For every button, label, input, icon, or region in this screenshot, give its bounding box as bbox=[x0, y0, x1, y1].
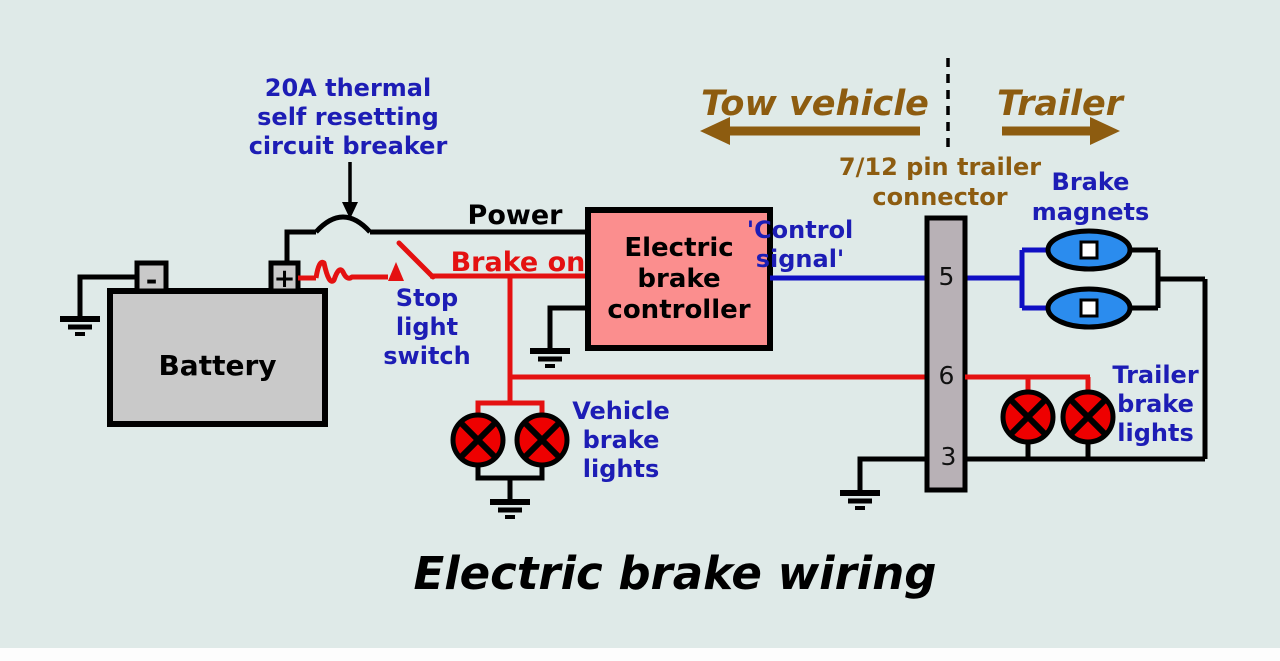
stop-light-switch-label: Stop light switch bbox=[383, 284, 471, 370]
vehicle-brake-lights-label: Vehicle brake lights bbox=[572, 397, 670, 483]
ground-icon bbox=[840, 490, 880, 510]
connector-pin-6: 6 bbox=[938, 361, 955, 390]
brake-on-label: Brake on bbox=[450, 247, 586, 278]
trailer-connector-body bbox=[924, 215, 968, 493]
connector-pin-5: 5 bbox=[938, 262, 955, 291]
circuit-breaker-label: 20A thermal self resetting circuit break… bbox=[248, 74, 448, 160]
power-label: Power bbox=[467, 200, 563, 231]
battery-label: Battery bbox=[158, 349, 277, 382]
brake-magnets-label: Brake magnets bbox=[1031, 168, 1150, 226]
circuit-breaker-symbol bbox=[314, 214, 372, 234]
battery-body: - + bbox=[107, 260, 328, 427]
electric-brake-controller-box bbox=[585, 207, 773, 351]
tow-vehicle-label: Tow vehicle bbox=[701, 84, 929, 124]
controller-ground-wire bbox=[547, 305, 588, 348]
brake-magnet-icon bbox=[1045, 286, 1133, 330]
control-signal-label: 'Control signal' bbox=[746, 216, 854, 273]
vehicle-lamps-ground-wire bbox=[475, 465, 545, 499]
trailer-ground-return-wire bbox=[857, 442, 1205, 490]
brake-on-wire bbox=[430, 273, 927, 415]
magnet-return-wire bbox=[1130, 247, 1208, 459]
trailer-brake-lights-label: Trailer brake lights bbox=[1112, 361, 1199, 447]
vehicle-brake-lamp-icon bbox=[514, 412, 570, 468]
vehicle-brake-lamp-icon bbox=[450, 412, 506, 468]
tow-vehicle-arrow bbox=[700, 117, 920, 145]
battery-positive-terminal: + bbox=[274, 264, 296, 294]
battery-ground-wire bbox=[77, 274, 140, 316]
trailer-connector-label: 7/12 pin trailer connector bbox=[838, 153, 1042, 211]
trailer-arrow bbox=[1002, 117, 1120, 145]
ground-icon bbox=[490, 499, 530, 519]
electric-brake-controller-label: Electric brake controller bbox=[607, 232, 751, 325]
stop-light-switch-icon bbox=[298, 240, 436, 284]
trailer-brake-lamp-icon bbox=[1000, 389, 1056, 445]
trailer-label: Trailer bbox=[997, 84, 1123, 124]
battery-negative-terminal: - bbox=[146, 264, 158, 297]
bottom-margin bbox=[0, 648, 1280, 661]
ground-icon bbox=[60, 316, 100, 336]
ground-icon bbox=[530, 348, 570, 368]
diagram-title: Electric brake wiring bbox=[413, 547, 937, 600]
breaker-pointer-arrow bbox=[342, 162, 358, 219]
control-signal-wire bbox=[770, 247, 1049, 311]
brake-magnet-icon bbox=[1045, 228, 1133, 272]
power-wire bbox=[284, 214, 588, 263]
connector-pin-3: 3 bbox=[940, 442, 957, 471]
